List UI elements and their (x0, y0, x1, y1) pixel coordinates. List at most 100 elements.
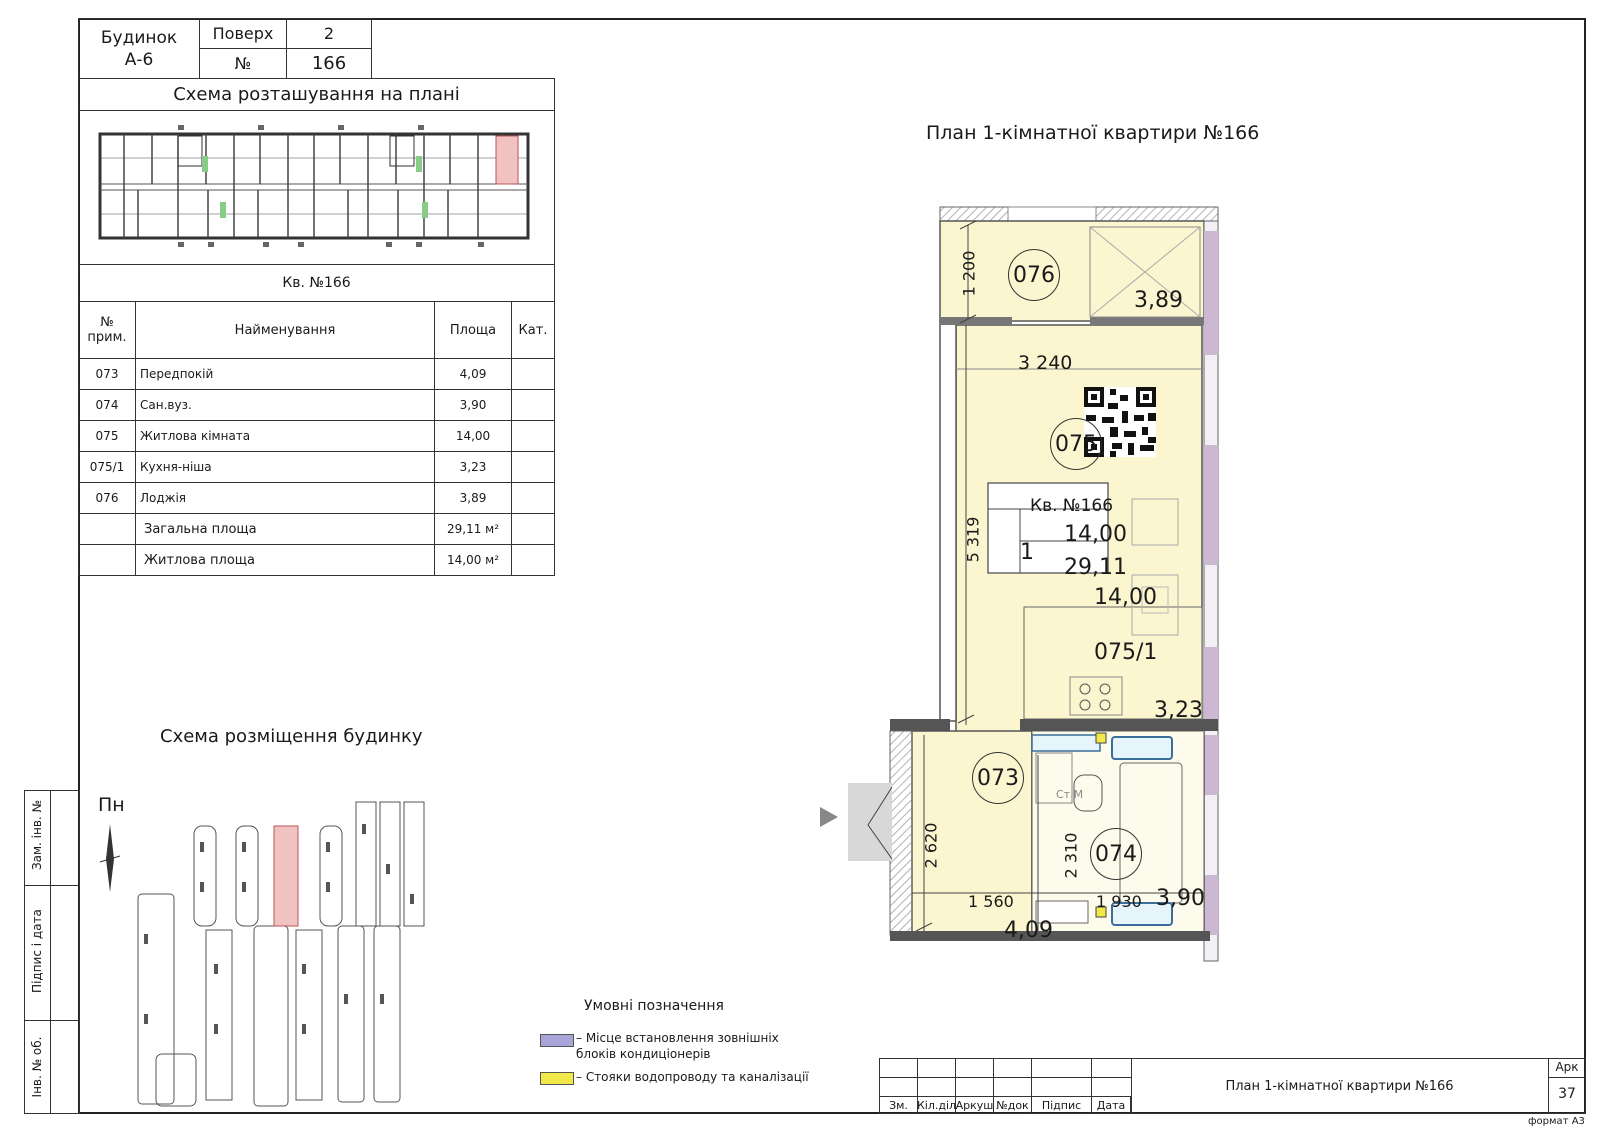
room-area: 14,00 (434, 420, 512, 452)
north-arrow-icon (99, 824, 121, 892)
room-number: 075/1 (78, 451, 136, 483)
apartment-ref-cell: Кв. №166 (78, 264, 555, 302)
dimension-5319: 5 319 (963, 516, 983, 563)
site-scheme-title: Схема розміщення будинку (160, 726, 423, 747)
room-area: 3,23 (434, 451, 512, 483)
room-category (511, 358, 555, 390)
side-stamp-signature-date: Підпис і дата (30, 909, 44, 993)
room-name: Кухня-ніша (135, 451, 435, 483)
room-category (511, 389, 555, 421)
column-header-name: Найменування (135, 301, 435, 359)
number-value-cell: 166 (286, 48, 372, 79)
room-number: 074 (78, 389, 136, 421)
table-row: 073 Передпокій 4,09 (78, 358, 555, 390)
dimension-1560: 1 560 (968, 892, 1014, 911)
total-area-row: Загальна площа 29,11 м² (78, 513, 555, 545)
info-box-rooms: 1 (1020, 540, 1034, 565)
title-block-col-doc: №док (993, 1096, 1032, 1114)
room-name: Лоджія (135, 482, 435, 514)
dimension-1930: 1 930 (1096, 892, 1142, 911)
legend-swatch-riser (540, 1072, 574, 1085)
living-area-value: 14,00 м² (434, 544, 512, 576)
room-category (511, 420, 555, 452)
table-row: 076 Лоджія 3,89 (78, 482, 555, 514)
table-row: 074 Сан.вуз. 3,90 (78, 389, 555, 421)
title-block-title: План 1-кімнатної квартири №166 (1225, 1078, 1454, 1094)
dimension-3240: 3 240 (1018, 352, 1073, 374)
north-label: Пн (98, 794, 125, 816)
room-number-074: 074 (1090, 828, 1142, 880)
room-name: Передпокій (135, 358, 435, 390)
room-number: 076 (78, 482, 136, 514)
sheet-number: 37 (1558, 1086, 1576, 1102)
room-name: Житлова кімната (135, 420, 435, 452)
dimension-2620: 2 620 (921, 822, 941, 869)
location-scheme-title: Схема розташування на плані (173, 84, 460, 105)
room-category (511, 451, 555, 483)
floor-value: 2 (323, 24, 335, 43)
sheet-label: Арк (1555, 1060, 1579, 1074)
title-block-col-signature: Підпис (1031, 1096, 1092, 1114)
floor-label: Поверх (212, 24, 274, 43)
area-074: 3,90 (1156, 886, 1205, 911)
info-box-total-area: 29,11 (1064, 555, 1127, 580)
title-block (879, 1058, 1586, 1114)
number-label-cell: № (199, 48, 287, 79)
floor-value-cell: 2 (286, 18, 372, 49)
side-stamp (24, 790, 80, 1114)
floor-label-cell: Поверх (199, 18, 287, 49)
room-number-075: 075 (1050, 418, 1102, 470)
side-stamp-inventory-number: Інв. № об. (30, 1036, 44, 1098)
room-number: 075 (78, 420, 136, 452)
room-number-076: 076 (1008, 249, 1060, 301)
apartment-ref: Кв. №166 (282, 275, 351, 291)
area-075: 14,00 (1094, 585, 1157, 610)
column-header-number: № прим. (78, 301, 136, 359)
title-block-col-date: Дата (1091, 1096, 1131, 1114)
riser-label: Ст.М (1056, 788, 1084, 801)
column-header-area: Площа (434, 301, 512, 359)
room-area: 3,89 (434, 482, 512, 514)
area-076: 3,89 (1134, 288, 1183, 313)
dimension-1200: 1 200 (959, 250, 979, 297)
dimension-2310: 2 310 (1061, 832, 1081, 879)
number-value: 166 (311, 53, 347, 74)
legend-title: Умовні позначення (584, 998, 724, 1014)
table-header-row: № прим. Найменування Площа Кат. (78, 301, 555, 359)
title-block-col-change: Зм. (879, 1096, 918, 1114)
title-block-col-sheet: Аркуш (955, 1096, 994, 1114)
legend-swatch-ac (540, 1034, 574, 1047)
floor-plan-thumbnail (98, 125, 530, 247)
total-area-label: Загальна площа (135, 513, 435, 545)
living-area-label: Житлова площа (135, 544, 435, 576)
area-073: 4,09 (1004, 918, 1053, 943)
apartment-floor-plan (820, 206, 1219, 962)
room-area: 3,90 (434, 389, 512, 421)
info-box-living-area: 14,00 (1064, 522, 1127, 547)
area-075-1: 3,23 (1154, 698, 1203, 723)
legend-item-riser: – Стояки водопроводу та каналізації (576, 1070, 809, 1084)
number-label: № (234, 54, 252, 73)
location-scheme-title-cell: Схема розташування на плані (78, 78, 555, 111)
building-cell: Будинок А-6 (78, 18, 200, 79)
column-header-category: Кат. (511, 301, 555, 359)
room-area: 4,09 (434, 358, 512, 390)
legend-item-ac: – Місце встановлення зовнішніх блоків ко… (576, 1031, 779, 1061)
room-number-073: 073 (972, 752, 1024, 804)
table-row: 075/1 Кухня-ніша 3,23 (78, 451, 555, 483)
living-area-row: Житлова площа 14,00 м² (78, 544, 555, 576)
building-label: Будинок А-6 (100, 27, 178, 70)
room-number-075-1: 075/1 (1094, 640, 1158, 665)
total-area-value: 29,11 м² (434, 513, 512, 545)
rooms-table: № прим. Найменування Площа Кат. 073 Пере… (78, 301, 555, 576)
room-category (511, 482, 555, 514)
side-stamp-replacement-inventory: Зам. інв. № (30, 799, 44, 871)
plan-title: План 1-кімнатної квартири №166 (926, 122, 1260, 144)
info-box-title: Кв. №166 (1030, 496, 1114, 516)
room-name: Сан.вуз. (135, 389, 435, 421)
table-row: 075 Житлова кімната 14,00 (78, 420, 555, 452)
format-label: формат А3 (1528, 1116, 1585, 1127)
site-plan-scheme (137, 801, 425, 1107)
room-number: 073 (78, 358, 136, 390)
title-block-col-count: Кіл.діл (917, 1096, 956, 1114)
